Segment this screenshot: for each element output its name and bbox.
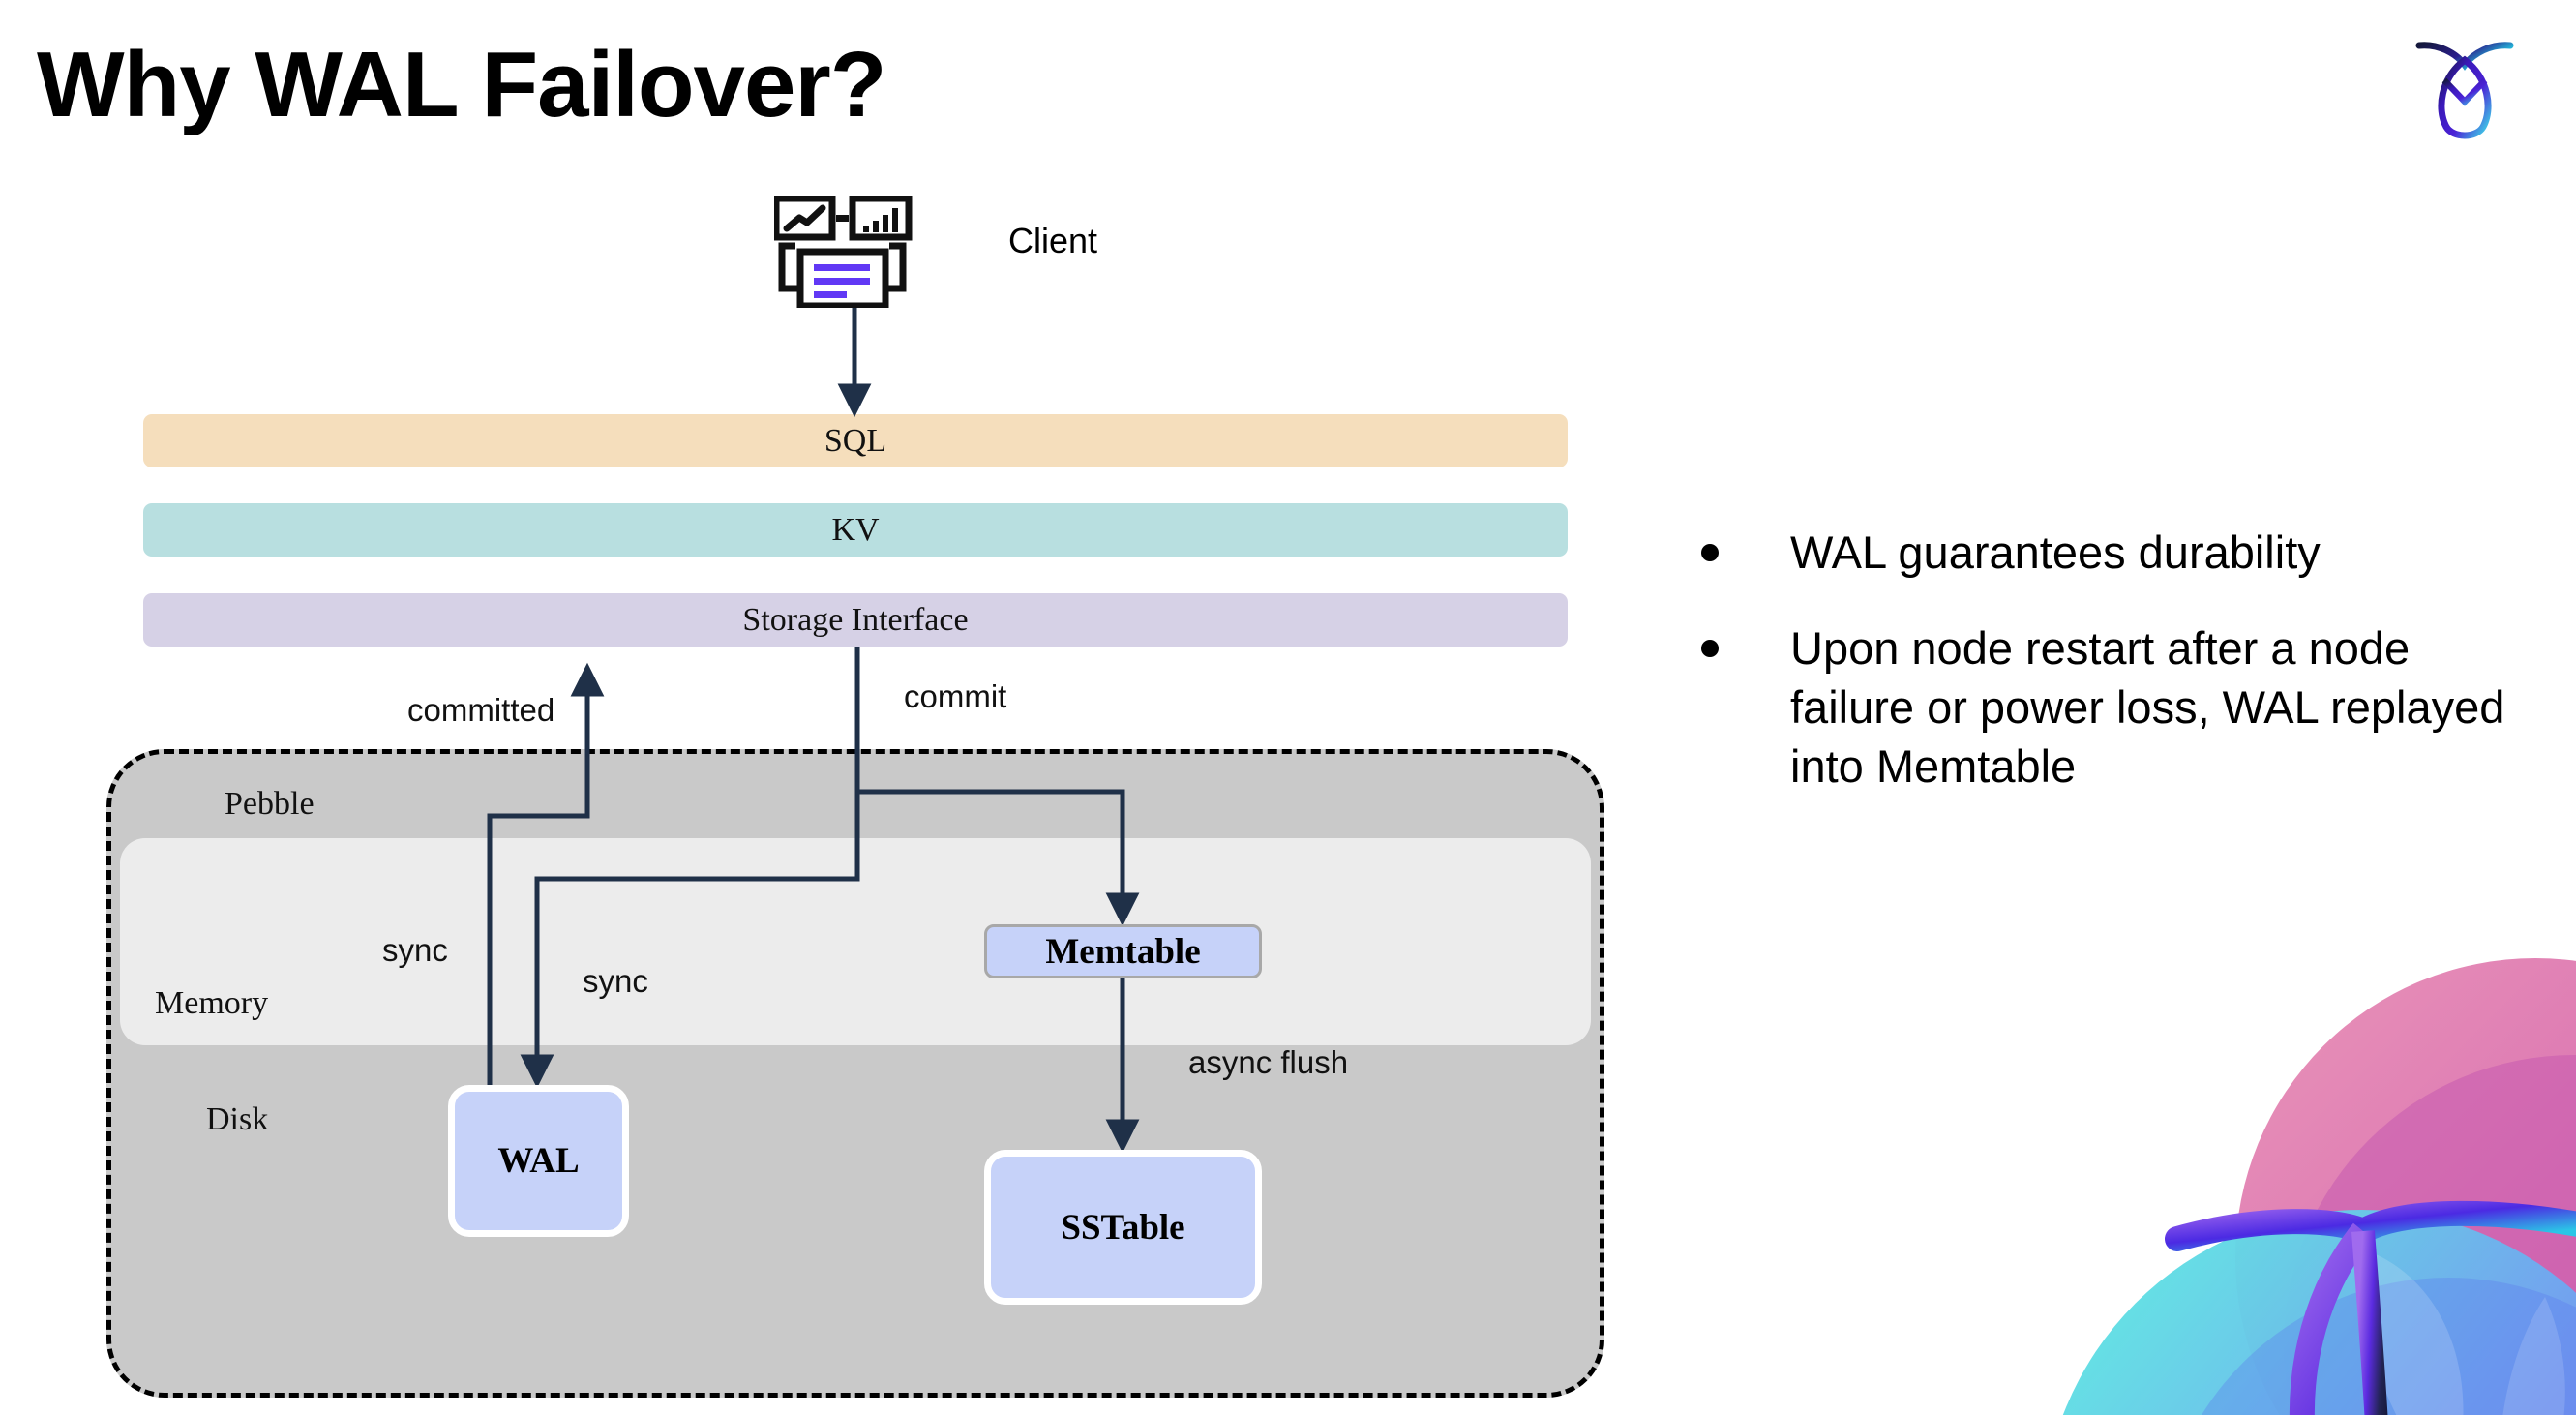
node-wal: WAL [448, 1085, 629, 1237]
bullet-dot-icon [1701, 640, 1719, 658]
edge-label-async-flush: async flush [1188, 1044, 1349, 1080]
layer-label-sql: SQL [824, 422, 887, 459]
pebble-label: Pebble [225, 786, 315, 822]
layer-bar-sql: SQL [143, 414, 1568, 467]
cockroachdb-logo-icon [2411, 34, 2518, 145]
node-memtable: Memtable [984, 924, 1262, 978]
layer-label-storage: Storage Interface [742, 601, 969, 638]
layer-label-kv: KV [831, 511, 880, 548]
list-item: WAL guarantees durability [1701, 523, 2543, 582]
memory-label: Memory [155, 985, 269, 1021]
bullet-text: WAL guarantees durability [1790, 527, 2321, 578]
edge-label-commit: commit [904, 678, 1007, 714]
memory-region [120, 838, 1591, 1045]
list-item: Upon node restart after a node failure o… [1701, 618, 2543, 796]
client-label: Client [1008, 221, 1098, 260]
node-label-sstable: SSTable [1061, 1207, 1185, 1248]
node-label-wal: WAL [497, 1141, 580, 1181]
layer-bar-storage: Storage Interface [143, 593, 1568, 647]
edge-label-committed: committed [407, 692, 555, 728]
node-label-memtable: Memtable [1045, 931, 1201, 972]
bullet-dot-icon [1701, 544, 1719, 561]
page-title: Why WAL Failover? [37, 33, 886, 136]
disk-label: Disk [206, 1101, 269, 1137]
client-dashboard-icon [772, 195, 924, 310]
bullet-text: Upon node restart after a node failure o… [1790, 622, 2505, 793]
decorative-logo-artwork [1945, 929, 2576, 1415]
node-sstable: SSTable [984, 1150, 1262, 1305]
edge-label-sync-right: sync [583, 963, 648, 999]
edge-label-sync-left: sync [382, 932, 448, 968]
bullet-list: WAL guarantees durability Upon node rest… [1701, 523, 2543, 832]
layer-bar-kv: KV [143, 503, 1568, 557]
